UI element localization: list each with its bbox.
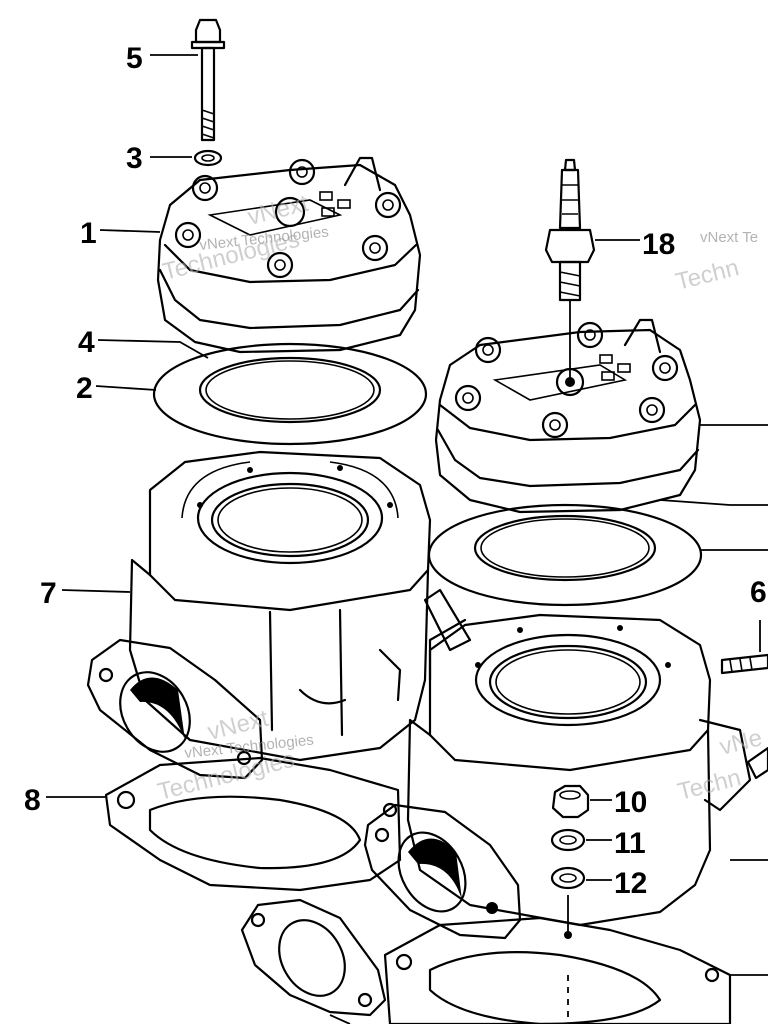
cylinder-head-right-part-1 [434,318,702,514]
stud-part-6 [720,653,768,675]
base-gasket-left-part-8 [104,756,402,892]
callout-5: 5 [126,42,143,75]
o-ring-left-part-4 [198,356,382,424]
callout-18: 18 [642,228,675,261]
callout-6: 6 [750,576,767,609]
stud-lower-right [746,746,768,780]
callout-10: 10 [614,786,647,819]
head-gasket-left-part-2 [152,342,428,446]
callout-4-left: 4 [78,326,95,359]
bolt-part-5 [190,18,226,142]
head-gasket-right-part-2 [427,503,703,607]
cylinder-head-left-part-1 [156,156,422,354]
callout-8: 8 [24,784,41,817]
exhaust-gasket-part [240,898,387,1017]
leader-lines [46,54,768,1024]
callout-7: 7 [40,577,57,610]
callout-12: 12 [614,867,647,900]
cylinder-left-part-7 [86,450,432,780]
base-gasket-right [383,916,732,1024]
callout-11: 11 [614,827,646,860]
lock-washer-part-11 [550,828,586,852]
callout-2-left: 2 [76,372,93,405]
spark-plug-part-18 [544,158,596,380]
cylinder-right [363,588,752,940]
washer-part-12 [550,866,586,890]
watermark-partial: vNext Te [700,229,758,246]
washer-part-3 [193,149,223,167]
o-ring-right-part-4 [473,514,657,582]
callout-3: 3 [126,142,143,175]
callout-1-left: 1 [80,217,97,250]
watermark-partial: Techn [673,254,742,296]
watermark-brand: vNext [245,190,311,231]
nut-part-10 [551,784,590,819]
